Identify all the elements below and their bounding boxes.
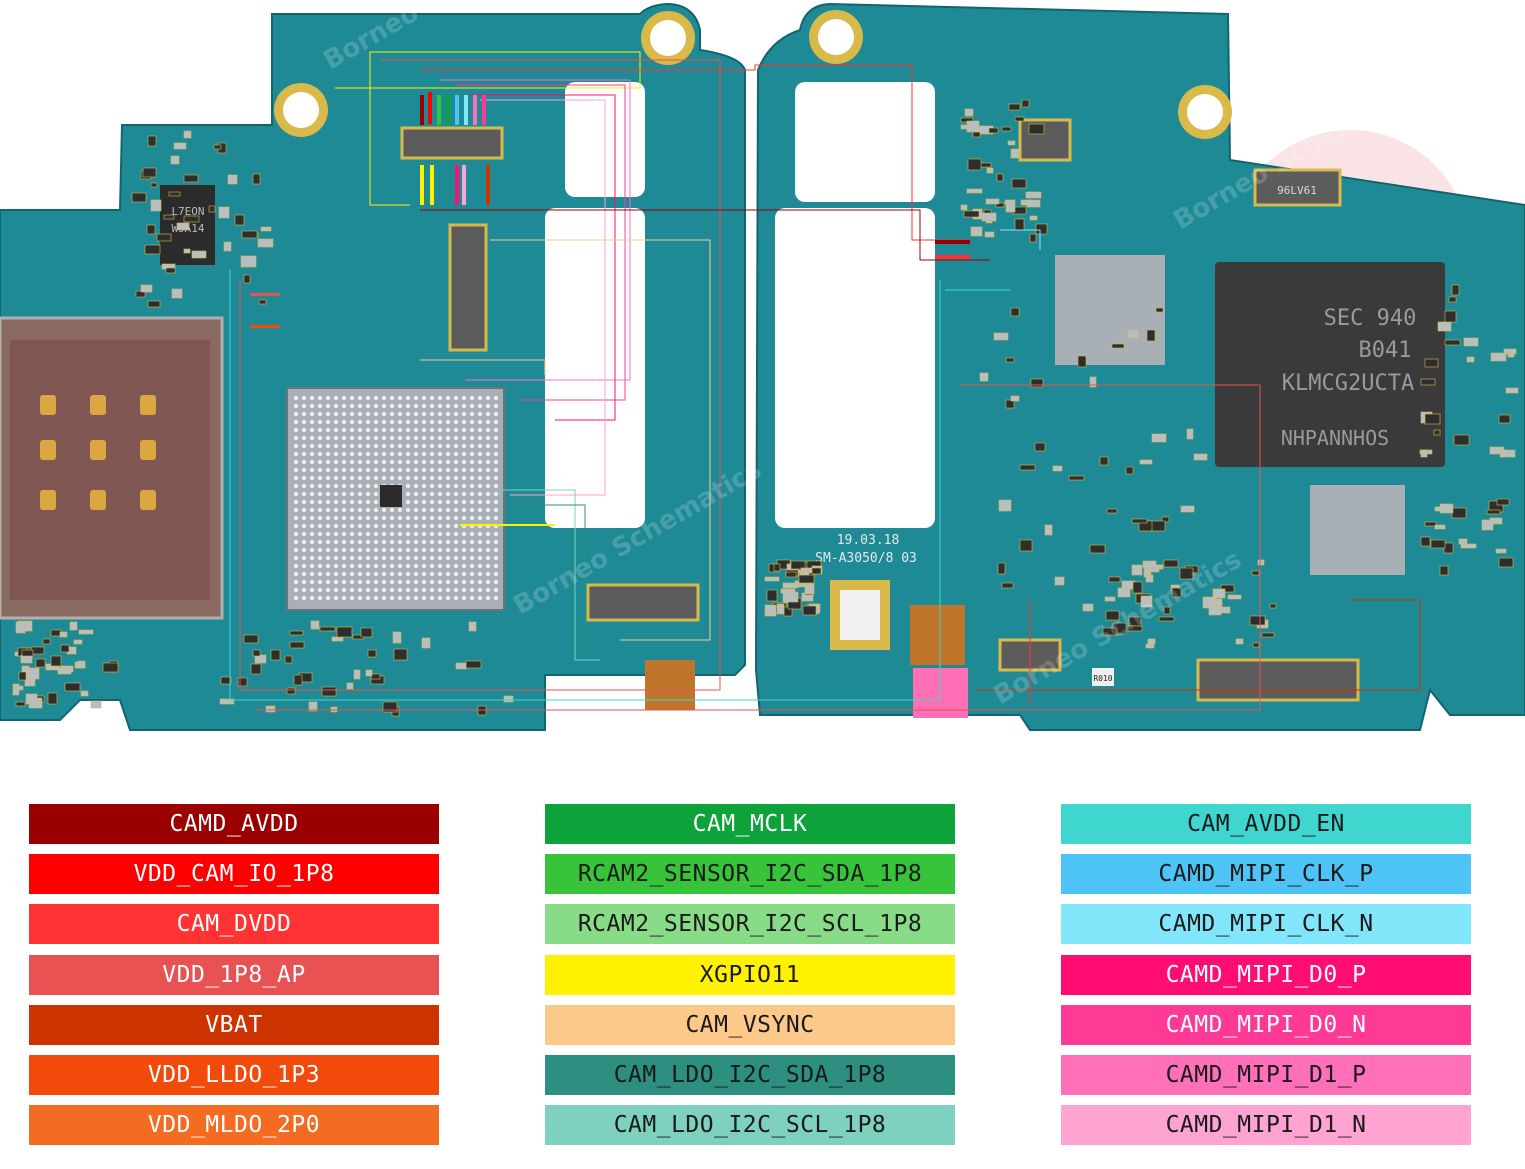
pmic-marking-1: L7EON [171,205,204,218]
qr-code-left [645,660,695,710]
legend-entry: RCAM2_SENSOR_I2C_SDA_1P8 [545,854,955,894]
board-connector-bottom [586,583,700,622]
camera-connector-top [400,126,504,160]
board-model-label: SM-A3050/8 03 [815,551,917,566]
signal-traces [229,51,1421,711]
emmc-marking-3: KLMCG2UCTA [1282,371,1414,396]
left-board: L7EON W9A14 [0,2,746,731]
emmc-marking-1: SEC 940 [1324,306,1417,331]
right-bga-chip [1055,255,1165,365]
legend-entry: CAMD_MIPI_D0_P [1061,955,1471,995]
legend-entry: CAMD_MIPI_D1_N [1061,1105,1471,1145]
legend-entry: CAMD_MIPI_D1_P [1061,1055,1471,1095]
pcb-board-diagram: L7EON W9A14 SEC 940 B041 KLMCG2UCTA NHPA… [0,2,1525,731]
legend-entry: CAM_LDO_I2C_SDA_1P8 [545,1055,955,1095]
emmc-memory-chip [1215,262,1445,467]
right-bga-chip-small [1310,485,1405,575]
connector-label: 96LV61 [1277,184,1317,197]
resistor-r010 [1092,668,1114,686]
connector-pin-markers [250,92,970,328]
legend-entry: CAM_LDO_I2C_SCL_1P8 [545,1105,955,1145]
legend-entry: XGPIO11 [545,955,955,995]
legend-entry: CAMD_MIPI_D0_N [1061,1005,1471,1045]
right-board: SEC 940 B041 KLMCG2UCTA NHPANNHOS 96LV61… [754,2,1525,731]
legend-entry: CAM_MCLK [545,804,955,844]
legend-entry: VDD_CAM_IO_1P8 [29,854,439,894]
board-cutout [795,82,935,202]
legend-entry: CAM_VSYNC [545,1005,955,1045]
legend-entry: CAMD_AVDD [29,804,439,844]
emmc-marking-2: B041 [1359,338,1412,363]
camera-connector-vertical [448,223,488,352]
legend-entry: CAMD_MIPI_CLK_P [1061,854,1471,894]
resistor-label: R010 [1093,674,1112,683]
legend-entry: CAM_AVDD_EN [1061,804,1471,844]
legend-entry: CAM_DVDD [29,904,439,944]
emmc-marking-4: NHPANNHOS [1281,426,1389,450]
passive-components [12,99,1519,717]
legend-entry: VDD_MLDO_2P0 [29,1105,439,1145]
board-date-label: 19.03.18 [837,533,900,548]
legend-entry: VDD_1P8_AP [29,955,439,995]
legend-entry: CAMD_MIPI_CLK_N [1061,904,1471,944]
legend-entry: VBAT [29,1005,439,1045]
main-connector-right [1196,658,1360,702]
qr-code-right [910,605,965,665]
board-cutout [775,208,935,528]
legend-entry: VDD_LLDO_1P3 [29,1055,439,1095]
legend-entry: RCAM2_SENSOR_I2C_SCL_1P8 [545,904,955,944]
board-cutout [545,208,645,528]
small-connector [1018,118,1072,162]
connector-top-right [1253,168,1342,207]
